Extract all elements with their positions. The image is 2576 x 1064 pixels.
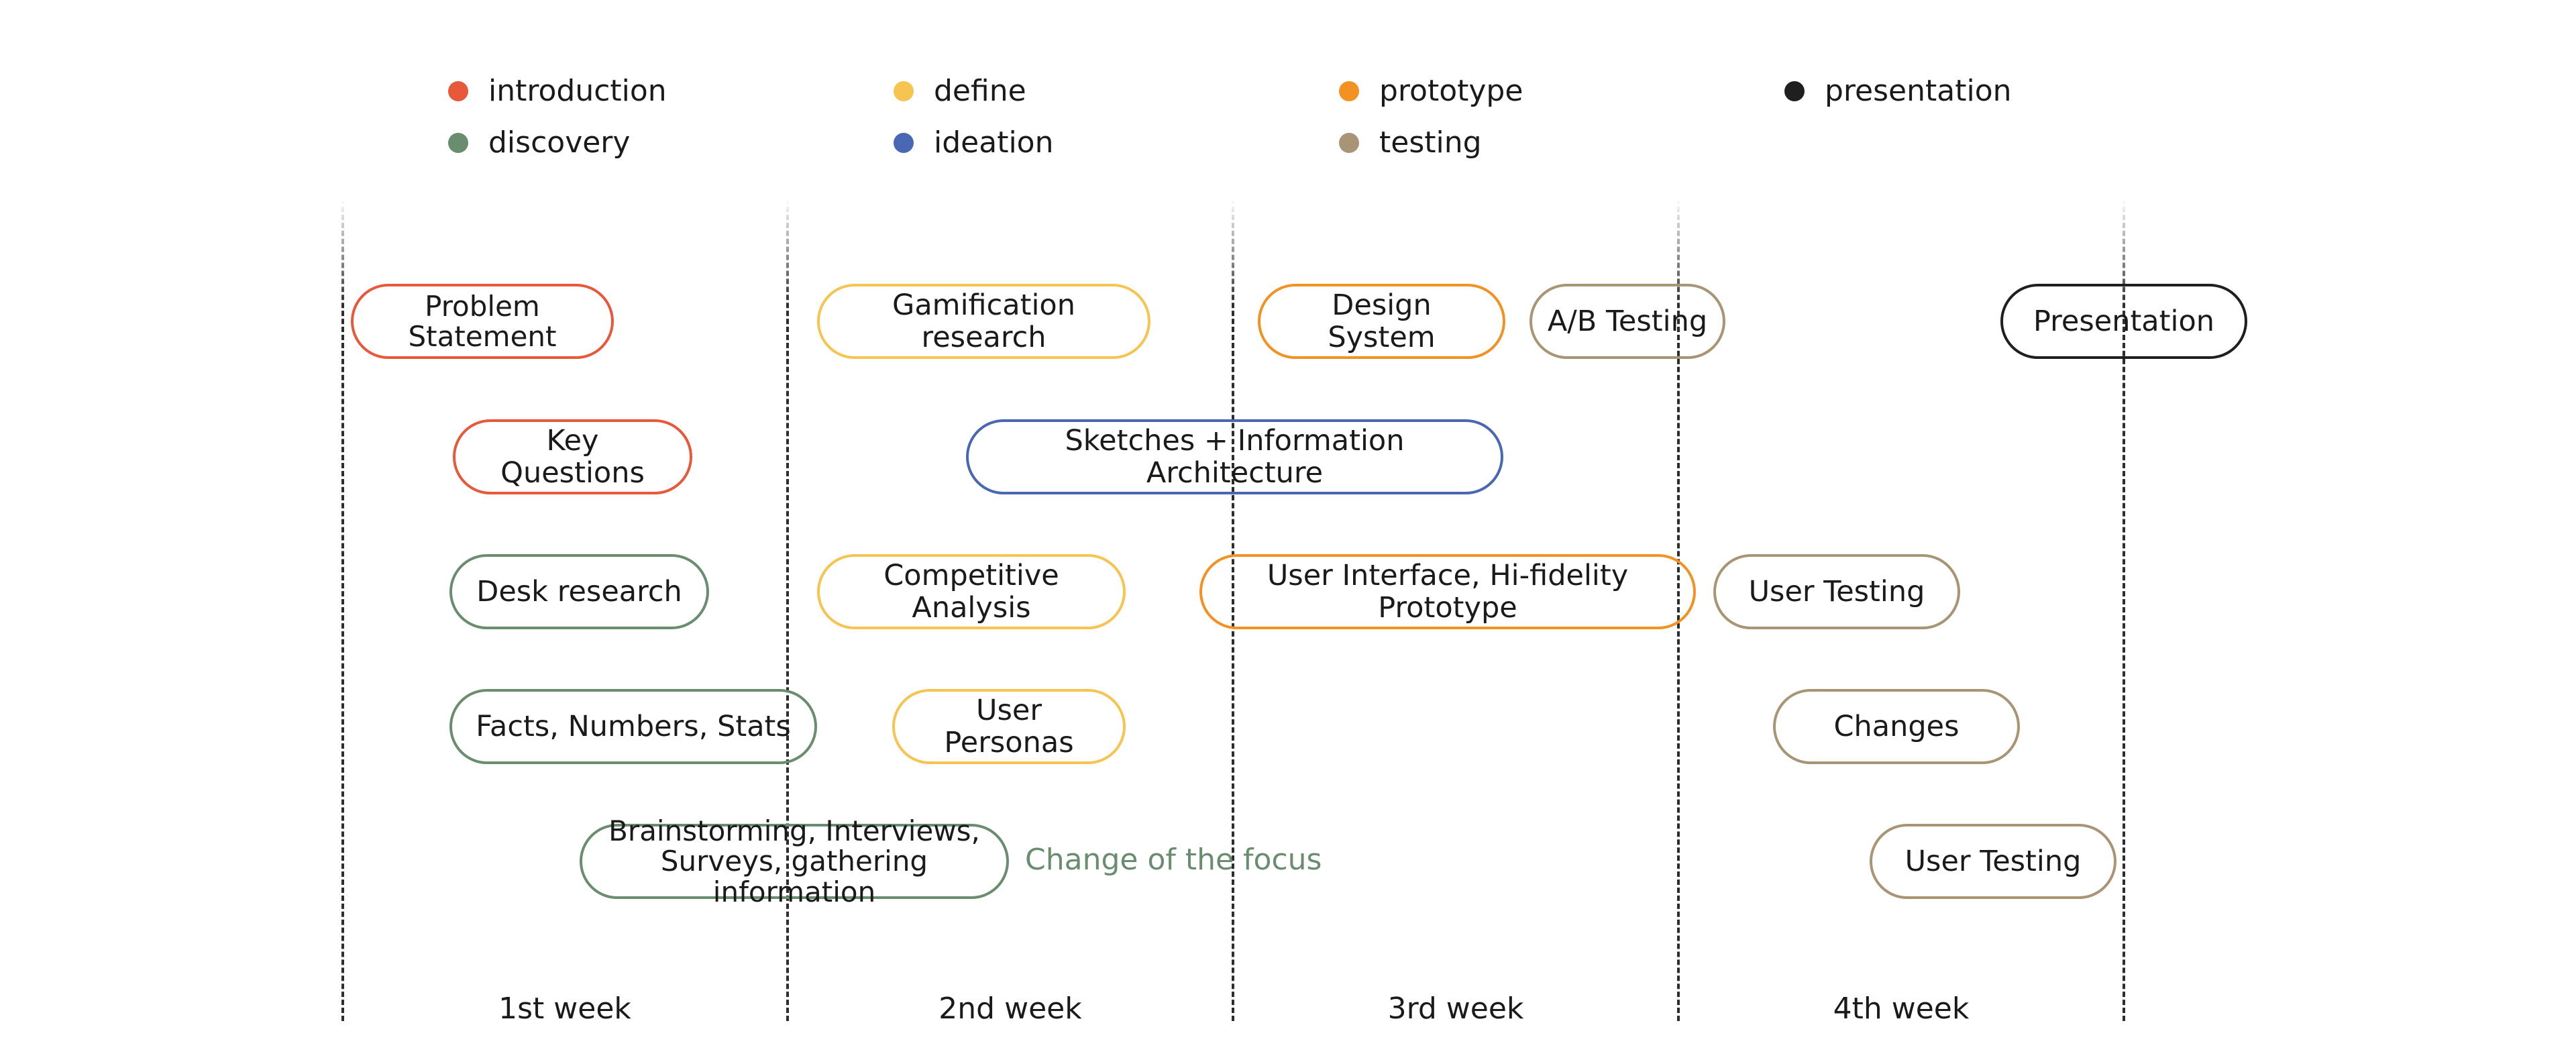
- change-of-focus-note: Change of the focus: [1025, 843, 1322, 877]
- legend-presentation: presentation: [1784, 76, 2012, 106]
- week-label-4: 4th week: [1833, 992, 1970, 1026]
- task-user-testing-1: User Testing: [1713, 554, 1960, 629]
- presentation-dot-icon: [1784, 81, 1805, 101]
- legend-ideation: ideation: [894, 128, 1053, 158]
- week-divider-2: [786, 199, 789, 1021]
- task-ui-hifi-prototype: User Interface, Hi-fidelity Prototype: [1199, 554, 1696, 629]
- legend-discovery: discovery: [448, 128, 630, 158]
- legend-introduction-label: introduction: [488, 74, 667, 108]
- week-divider-fade-4: [1677, 199, 1680, 306]
- task-changes: Changes: [1773, 689, 2020, 764]
- introduction-dot-icon: [448, 81, 468, 101]
- week-divider-fade-2: [786, 199, 789, 306]
- legend-prototype-label: prototype: [1379, 74, 1523, 108]
- task-desk-research: Desk research: [449, 554, 709, 629]
- legend-presentation-label: presentation: [1825, 74, 2012, 108]
- ideation-dot-icon: [894, 133, 914, 153]
- task-user-personas: User Personas: [892, 689, 1126, 764]
- task-user-testing-2: User Testing: [1870, 824, 2116, 899]
- legend-ideation-label: ideation: [934, 125, 1054, 160]
- legend-testing-label: testing: [1379, 125, 1482, 160]
- task-ab-testing: A/B Testing: [1529, 284, 1725, 359]
- prototype-dot-icon: [1339, 81, 1359, 101]
- week-label-2: 2nd week: [938, 992, 1082, 1026]
- task-brainstorming: Brainstorming, Interviews, Surveys, gath…: [580, 816, 1009, 907]
- week-label-3: 3rd week: [1387, 992, 1524, 1026]
- legend-define-label: define: [934, 74, 1026, 108]
- task-facts-numbers-stats: Facts, Numbers, Stats: [449, 689, 817, 764]
- week-divider-fade-5: [2123, 199, 2125, 306]
- task-gamification-research: Gamification research: [817, 284, 1150, 359]
- task-design-system: Design System: [1258, 284, 1505, 359]
- legend-introduction: introduction: [448, 76, 667, 106]
- task-presentation: Presentation: [2000, 284, 2247, 359]
- discovery-dot-icon: [448, 133, 468, 153]
- week-divider-1: [341, 199, 344, 1021]
- task-key-questions: Key Questions: [453, 419, 692, 494]
- week-label-1: 1st week: [498, 992, 631, 1026]
- task-competitive-analysis: Competitive Analysis: [817, 554, 1126, 629]
- week-divider-fade-3: [1232, 199, 1234, 306]
- legend-discovery-label: discovery: [488, 125, 631, 160]
- define-dot-icon: [894, 81, 914, 101]
- task-problem-statement: Problem Statement: [351, 284, 614, 359]
- legend-testing: testing: [1339, 128, 1482, 158]
- week-divider-5: [2123, 199, 2125, 1021]
- legend-define: define: [894, 76, 1026, 106]
- testing-dot-icon: [1339, 133, 1359, 153]
- legend-prototype: prototype: [1339, 76, 1523, 106]
- week-divider-fade-1: [341, 199, 344, 306]
- task-sketches-ia: Sketches + Information Architecture: [966, 419, 1503, 494]
